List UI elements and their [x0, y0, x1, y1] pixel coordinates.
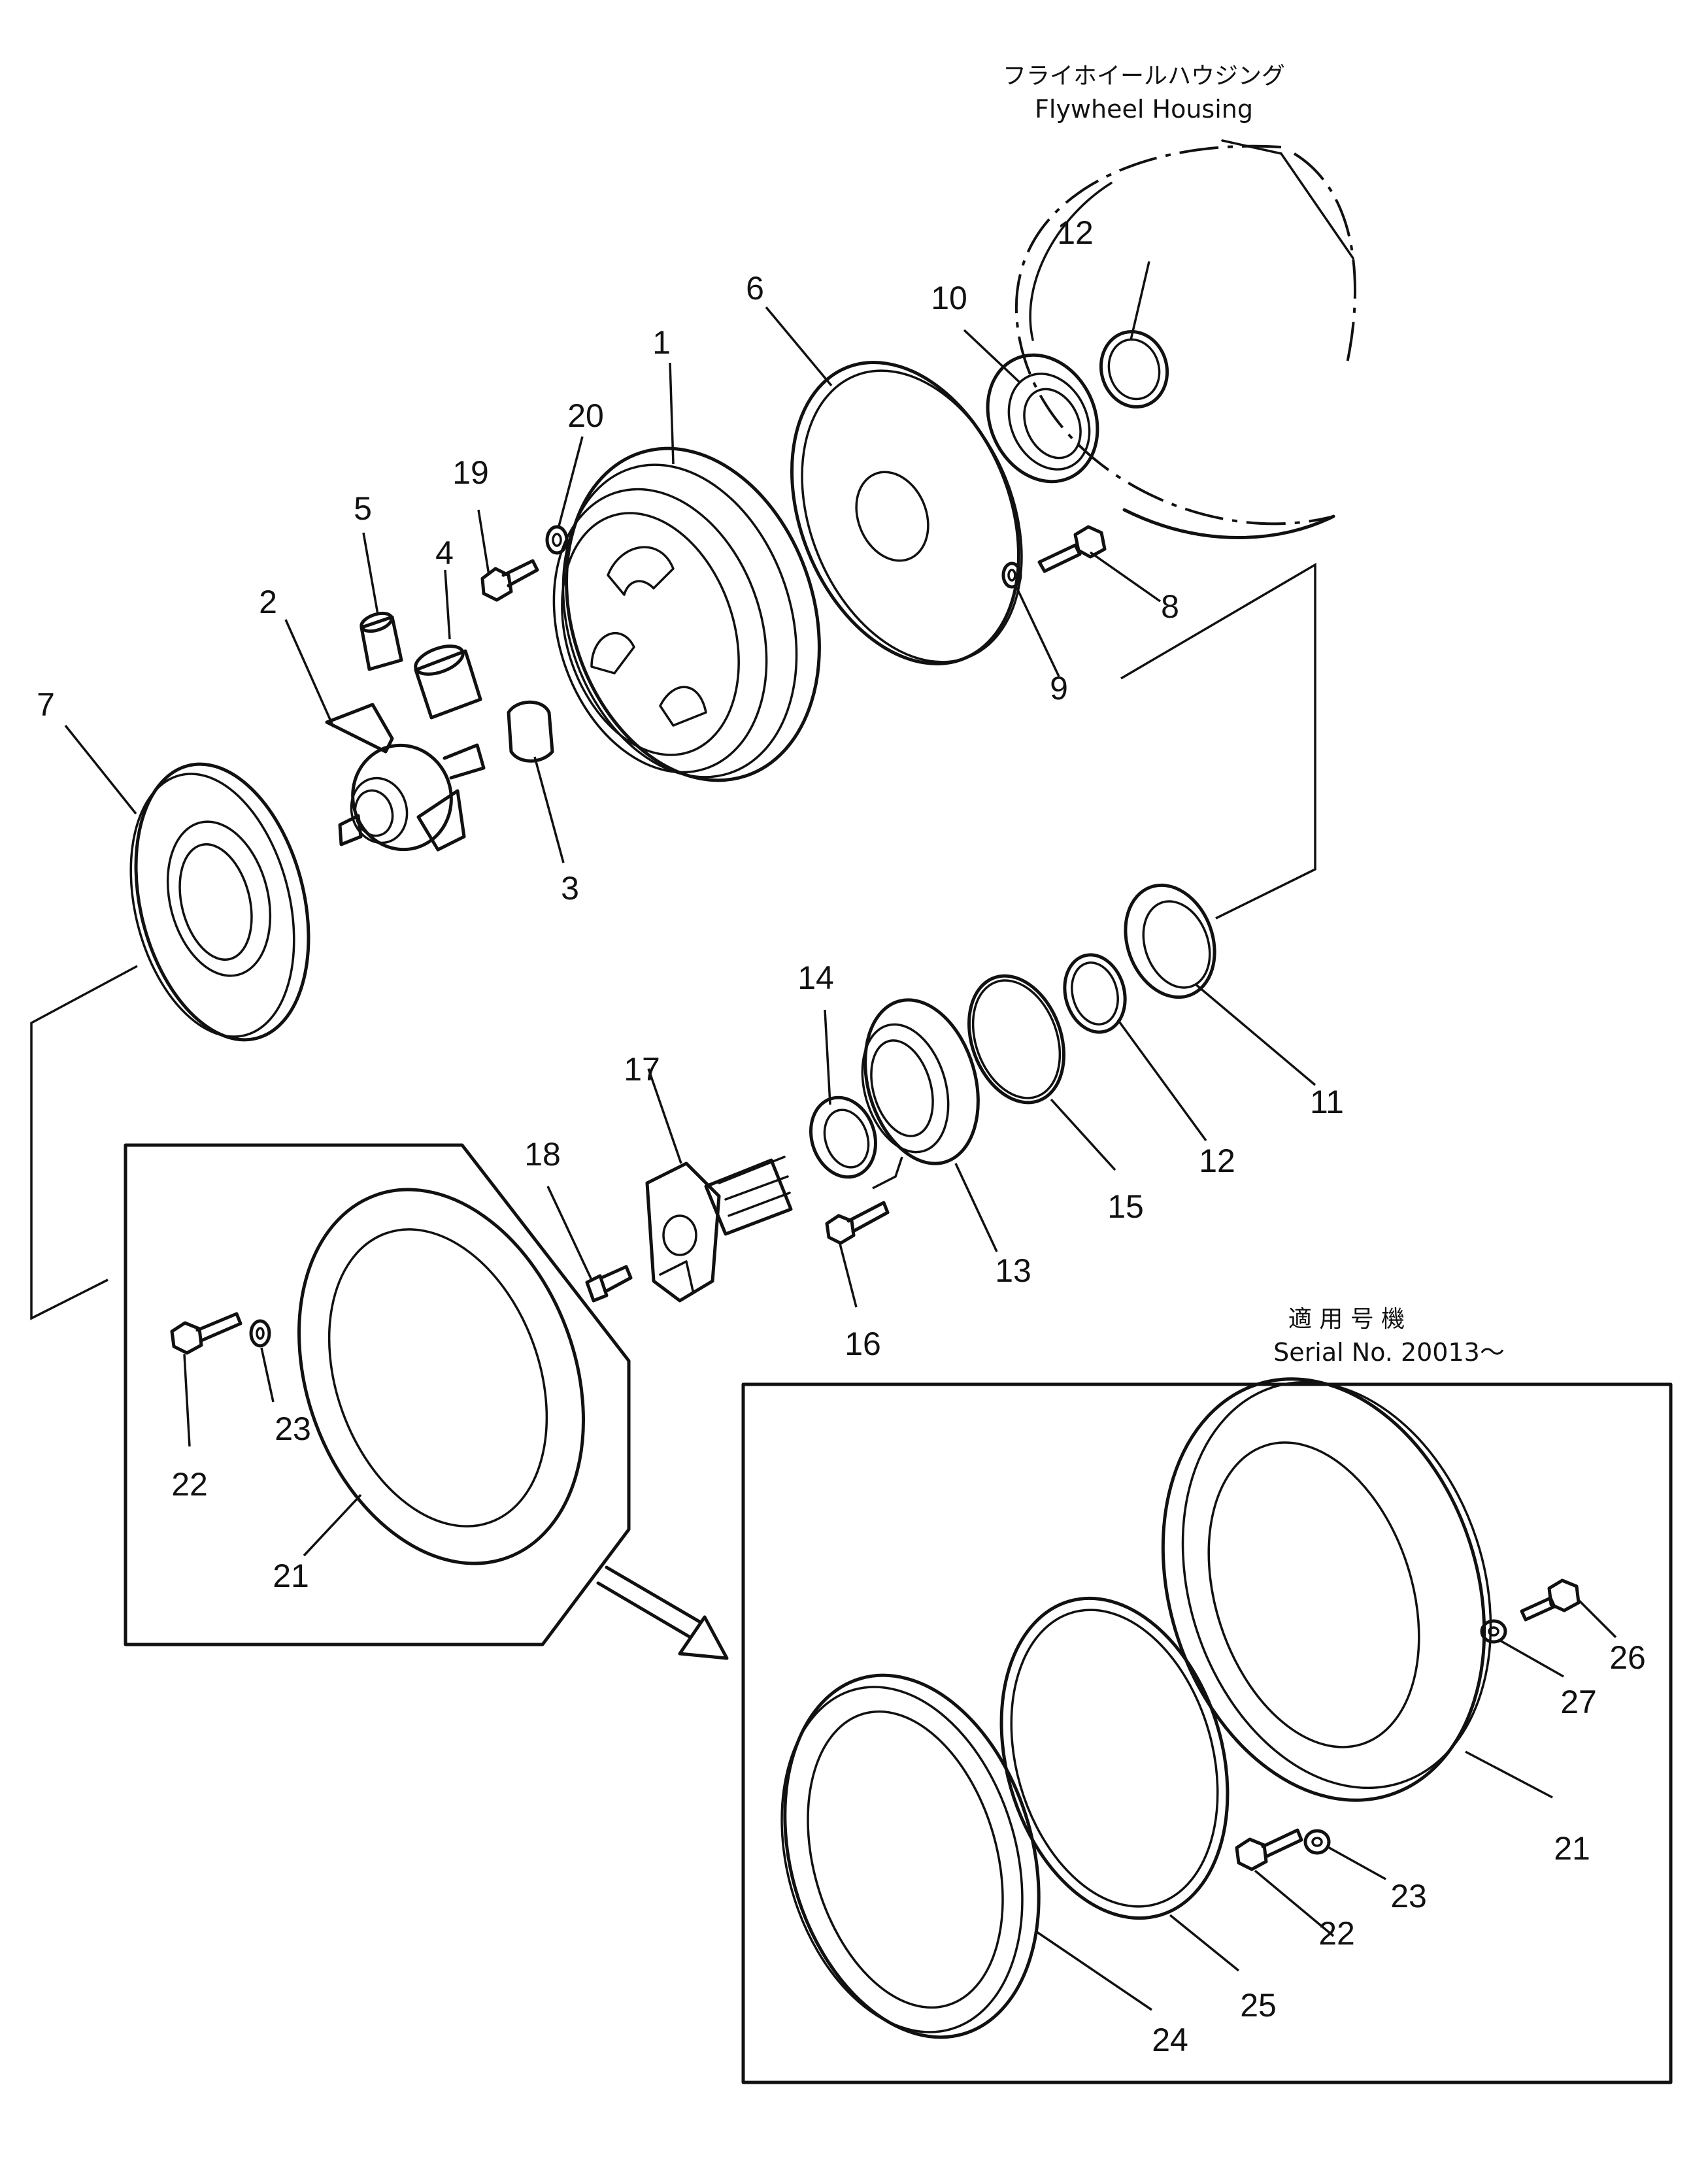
part-12-snap-ring-upper — [1099, 330, 1169, 409]
part-9-washer — [1001, 561, 1022, 589]
part-22-bolt-right — [1235, 1828, 1303, 1871]
part-1-coupling-housing — [552, 446, 821, 782]
part-26-bolt — [1520, 1578, 1581, 1622]
callout-24: 24 — [1152, 2022, 1188, 2058]
callout-20: 20 — [567, 397, 604, 434]
part-12-snap-ring-lower — [1063, 953, 1127, 1034]
callout-4: 4 — [435, 535, 454, 571]
part-21-ring-right — [1161, 1377, 1492, 1802]
housing-caption-en: Flywheel Housing — [1035, 95, 1253, 124]
part-2-spider-hub — [325, 703, 486, 852]
flywheel-housing-outline — [1014, 139, 1356, 539]
callout-17: 17 — [624, 1051, 660, 1088]
callout-12-upper: 12 — [1057, 214, 1094, 251]
part-22-bolt-left — [170, 1312, 243, 1355]
callout-2: 2 — [259, 584, 277, 620]
assembly-connector-lines — [30, 562, 1316, 1320]
part-16-bolt — [825, 1201, 890, 1245]
callout-16: 16 — [845, 1326, 881, 1362]
callout-25: 25 — [1240, 1987, 1277, 2024]
callout-23-left: 23 — [275, 1410, 311, 1447]
callout-23-right: 23 — [1390, 1878, 1427, 1914]
part-11-bearing-lower — [1124, 883, 1216, 999]
part-6-cover-plate — [790, 361, 1023, 665]
callout-1: 1 — [652, 324, 671, 361]
housing-caption-jp: フライホイールハウジング — [1003, 63, 1285, 90]
replacement-arrow — [596, 1565, 729, 1660]
octagon-frame-left — [124, 1143, 631, 1646]
callout-12-lower: 12 — [1199, 1143, 1235, 1179]
callout-22-right: 22 — [1318, 1915, 1355, 1952]
part-20-washer — [545, 525, 569, 555]
leader-lines — [64, 261, 1617, 2011]
part-7-flange — [129, 762, 310, 1042]
callout-numbers: 1 2 3 4 5 6 7 8 9 10 11 12 12 13 14 15 1… — [37, 214, 1646, 2058]
part-23-washer-left — [249, 1319, 271, 1348]
part-24-spacer-ring — [780, 1673, 1041, 2039]
callout-14: 14 — [797, 960, 834, 996]
part-4-bushing — [414, 644, 482, 720]
part-25-gasket-ring — [999, 1596, 1230, 1920]
serial-caption-en: Serial No. 20013～ — [1273, 1338, 1505, 1367]
callout-21-left: 21 — [273, 1558, 309, 1594]
callout-15: 15 — [1107, 1188, 1144, 1225]
callout-27: 27 — [1560, 1684, 1597, 1720]
part-13-seal-housing — [861, 998, 980, 1165]
part-3-cap — [507, 700, 554, 763]
callout-3: 3 — [561, 870, 579, 907]
part-19-bolt — [480, 559, 539, 602]
callout-8: 8 — [1161, 588, 1179, 625]
callout-26: 26 — [1609, 1639, 1646, 1676]
callout-7: 7 — [37, 686, 55, 723]
callout-11: 11 — [1310, 1084, 1344, 1120]
part-8-bolt — [1037, 525, 1107, 573]
part-10-bearing-upper — [986, 353, 1099, 484]
callout-6: 6 — [746, 270, 764, 307]
callout-9: 9 — [1050, 670, 1068, 707]
part-17-yoke-shaft — [645, 1156, 793, 1303]
callout-13: 13 — [995, 1252, 1031, 1289]
callout-10: 10 — [931, 280, 967, 316]
callout-18: 18 — [524, 1136, 561, 1173]
callout-19: 19 — [452, 454, 489, 491]
serial-caption-jp: 適 用 号 機 — [1288, 1306, 1405, 1333]
serial-variant-box — [741, 1382, 1673, 2084]
part-23-washer-right — [1303, 1829, 1331, 1855]
part-27-washer — [1480, 1619, 1507, 1644]
part-15-o-ring — [967, 974, 1065, 1105]
callout-22-left: 22 — [171, 1466, 208, 1503]
callout-5: 5 — [354, 490, 372, 527]
part-5-pin — [360, 611, 403, 671]
part-18-bolt — [585, 1265, 633, 1303]
part-21-ring-left — [297, 1188, 585, 1565]
callout-21-right: 21 — [1554, 1830, 1590, 1867]
